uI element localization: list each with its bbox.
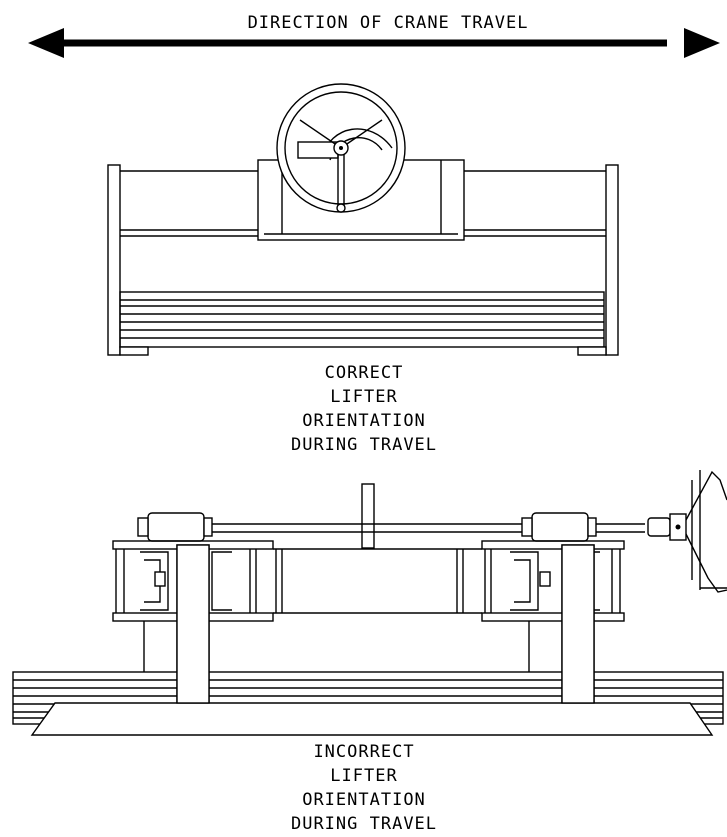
handwheel-icon xyxy=(276,83,406,213)
incorrect-caption-line-2: LIFTER xyxy=(330,766,397,786)
correct-lifter-drawing xyxy=(107,83,619,356)
handwheel-side-icon xyxy=(685,470,727,593)
correct-caption-line-4: DURING TRAVEL xyxy=(291,435,437,455)
correct-caption-line-3: ORIENTATION xyxy=(302,411,426,431)
correct-caption-line-2: LIFTER xyxy=(330,387,397,407)
incorrect-caption-line-3: ORIENTATION xyxy=(302,790,426,810)
travel-direction-arrow xyxy=(28,28,720,58)
correct-caption: CORRECT LIFTER ORIENTATION DURING TRAVEL xyxy=(291,363,437,455)
incorrect-lifter-drawing xyxy=(12,470,727,736)
incorrect-caption: INCORRECT LIFTER ORIENTATION DURING TRAV… xyxy=(291,742,437,834)
incorrect-caption-line-4: DURING TRAVEL xyxy=(291,814,437,832)
correct-caption-line-1: CORRECT xyxy=(325,363,404,383)
incorrect-caption-line-1: INCORRECT xyxy=(313,742,414,762)
direction-label: DIRECTION OF CRANE TRAVEL xyxy=(248,13,529,33)
